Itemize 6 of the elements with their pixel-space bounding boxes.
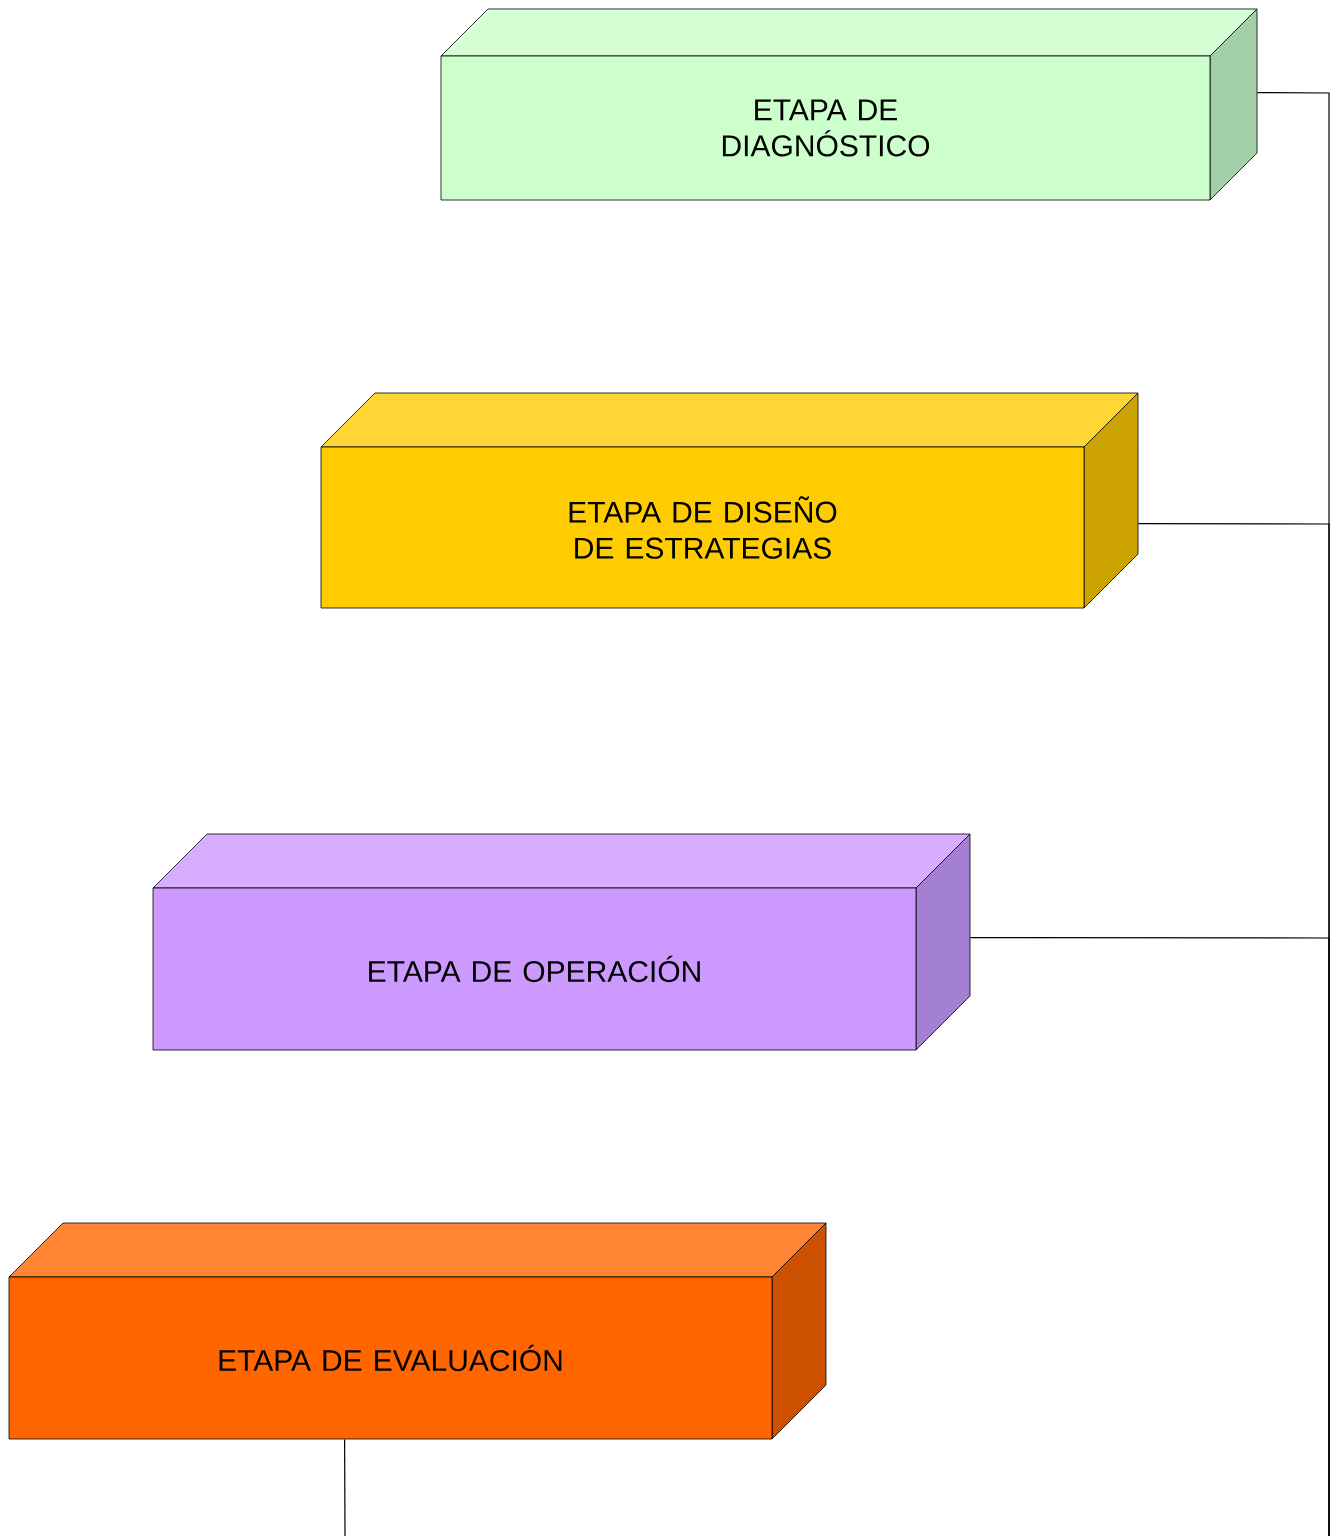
box-3d: ETAPA DE EVALUACIÓN	[8, 1222, 827, 1440]
box-3d: ETAPA DE OPERACIÓN	[152, 833, 971, 1051]
connector-line	[969, 937, 1330, 1536]
box-3d: ETAPA DE DISEÑO DE ESTRATEGIAS	[320, 392, 1139, 609]
box-3d: ETAPA DE DIAGNÓSTICO	[440, 8, 1258, 201]
connector-line	[344, 1438, 346, 1536]
